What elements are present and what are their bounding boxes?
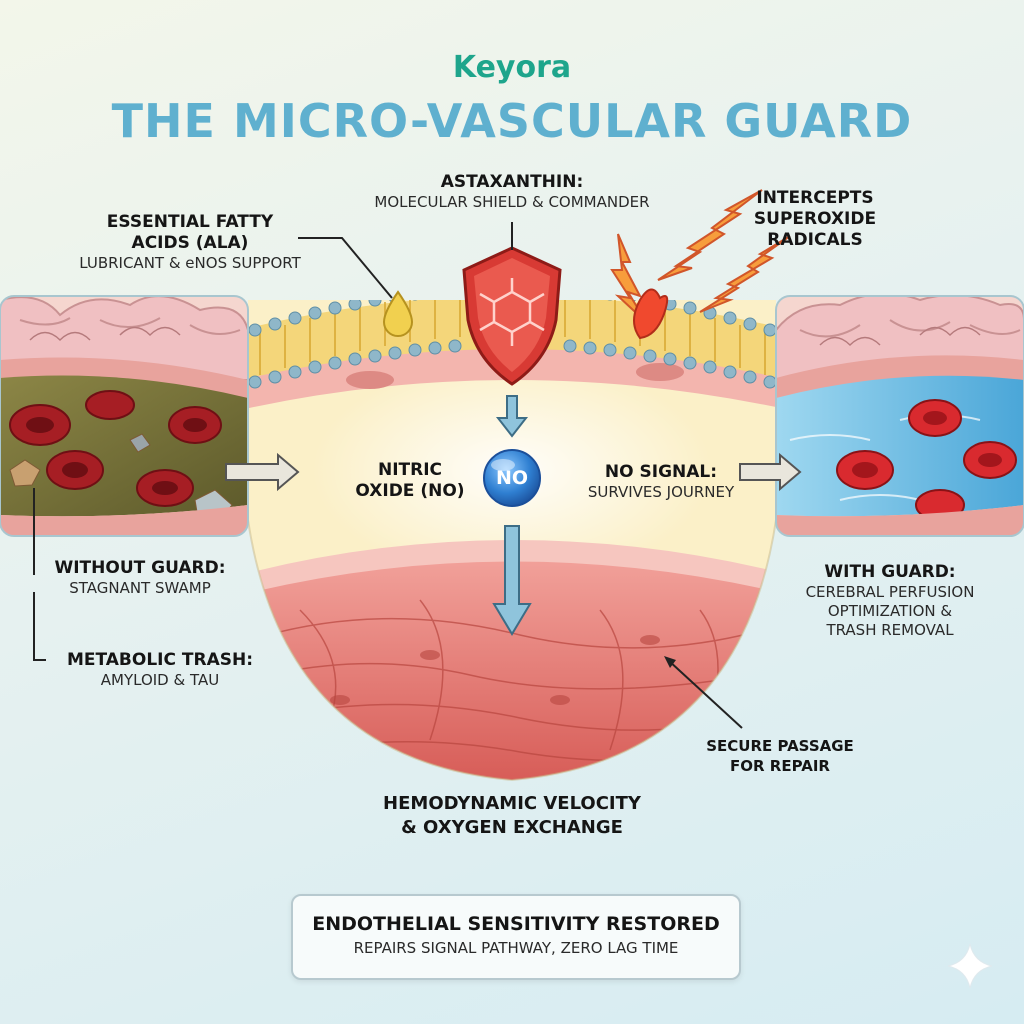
with-guard-callout: WITH GUARD: CEREBRAL PERFUSION OPTIMIZAT… <box>790 562 990 640</box>
intercepts-line3: RADICALS <box>767 230 863 250</box>
signal-arrow-long <box>492 525 532 636</box>
without-guard-callout: WITHOUT GUARD: STAGNANT SWAMP <box>40 558 240 598</box>
molecule-shield-icon <box>462 246 562 386</box>
summary-subtitle: REPAIRS SIGNAL PATHWAY, ZERO LAG TIME <box>353 939 679 957</box>
metabolic-trash-leader <box>33 592 46 661</box>
fatty-acids-title-line2: ACIDS (ALA) <box>131 233 249 253</box>
no-badge-label: NO <box>495 467 529 489</box>
signal-arrow-short <box>495 395 529 438</box>
page-title: THE MICRO-VASCULAR GUARD <box>111 94 913 148</box>
astaxanthin-subtitle: MOLECULAR SHIELD & COMMANDER <box>374 193 650 211</box>
no-signal-callout: NO SIGNAL: SURVIVES JOURNEY <box>566 462 756 502</box>
flow-arrow-right <box>739 452 802 492</box>
no-signal-title: NO SIGNAL: <box>604 462 718 482</box>
intercepts-callout: INTERCEPTS SUPEROXIDE RADICALS <box>740 188 890 251</box>
without-guard-panel <box>0 296 248 536</box>
fatty-acid-leader <box>298 237 393 299</box>
sparkle-icon <box>947 943 993 989</box>
with-guard-panel <box>776 296 1024 536</box>
fatty-acids-callout: ESSENTIAL FATTY ACIDS (ALA) LUBRICANT & … <box>60 212 320 273</box>
with-guard-sub-line2: OPTIMIZATION & <box>827 602 953 620</box>
nitric-oxide-badge <box>478 444 546 512</box>
with-guard-sub-line1: CEREBRAL PERFUSION <box>805 583 975 601</box>
nitric-oxide-callout: NITRIC OXIDE (NO) <box>340 460 480 502</box>
metabolic-trash-title: METABOLIC TRASH: <box>66 650 254 670</box>
lightning-icon <box>610 189 791 340</box>
astaxanthin-callout: ASTAXANTHIN: MOLECULAR SHIELD & COMMANDE… <box>352 172 672 212</box>
with-guard-sub-line3: TRASH REMOVAL <box>826 621 954 639</box>
no-signal-subtitle: SURVIVES JOURNEY <box>587 483 735 501</box>
intercepts-line2: SUPEROXIDE <box>753 209 877 229</box>
fatty-acids-subtitle: LUBRICANT & eNOS SUPPORT <box>79 254 301 272</box>
summary-box: ENDOTHELIAL SENSITIVITY RESTORED REPAIRS… <box>291 894 741 980</box>
secure-passage-line1: SECURE PASSAGE <box>706 737 854 755</box>
without-guard-title: WITHOUT GUARD: <box>54 558 226 578</box>
summary-title: ENDOTHELIAL SENSITIVITY RESTORED <box>312 913 720 935</box>
hemodynamic-line2: & OXYGEN EXCHANGE <box>401 817 623 838</box>
secure-passage-callout: SECURE PASSAGE FOR REPAIR <box>680 736 880 776</box>
with-guard-title: WITH GUARD: <box>824 562 956 582</box>
oil-drop-icon <box>382 290 414 337</box>
metabolic-trash-callout: METABOLIC TRASH: AMYLOID & TAU <box>40 650 280 690</box>
metabolic-trash-subtitle: AMYLOID & TAU <box>100 671 220 689</box>
astaxanthin-title: ASTAXANTHIN: <box>440 172 584 192</box>
brain-icon <box>29 326 981 347</box>
without-guard-subtitle: STAGNANT SWAMP <box>69 579 211 597</box>
intercepts-line1: INTERCEPTS <box>756 188 874 208</box>
secure-passage-leader <box>664 656 743 729</box>
nitric-line1: NITRIC <box>377 460 443 480</box>
brand-logo: Keyora <box>452 50 572 85</box>
hemodynamic-line1: HEMODYNAMIC VELOCITY <box>383 793 641 814</box>
hemodynamic-callout: HEMODYNAMIC VELOCITY & OXYGEN EXCHANGE <box>332 792 692 840</box>
secure-passage-line2: FOR REPAIR <box>730 757 830 775</box>
flow-arrow-left <box>225 452 300 492</box>
nitric-line2: OXIDE (NO) <box>355 481 465 501</box>
fatty-acids-title-line1: ESSENTIAL FATTY <box>106 212 274 232</box>
